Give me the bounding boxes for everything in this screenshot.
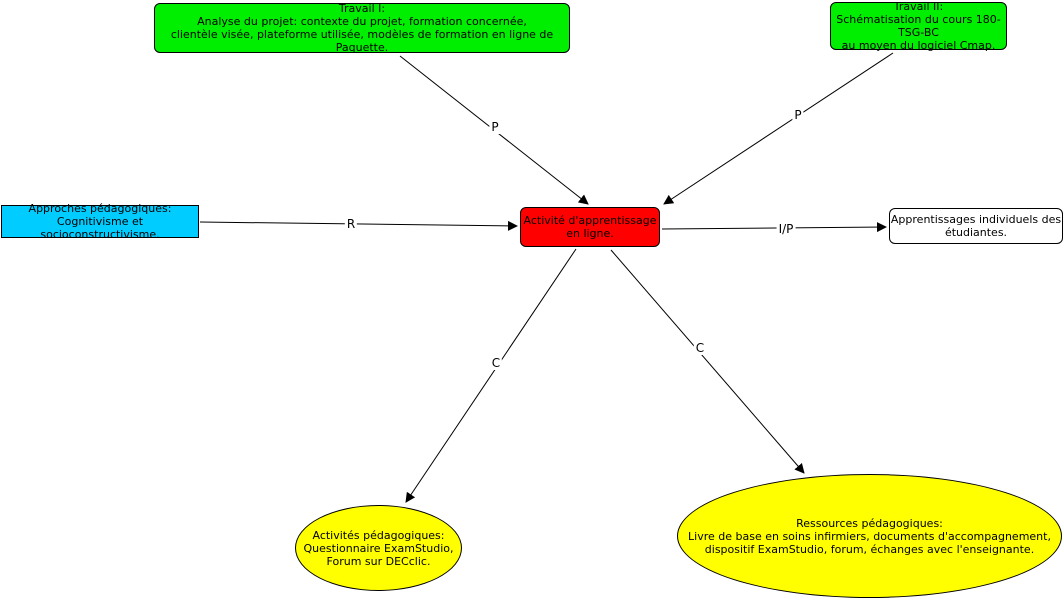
connector-travail2-to-centre xyxy=(663,52,894,205)
connector-centre-to-activites xyxy=(405,248,577,503)
node-activites[interactable]: Activités pédagogiques: Questionnaire Ex… xyxy=(295,505,462,591)
link-label-ressources: C xyxy=(693,341,707,355)
node-travail2[interactable]: Travail II: Schématisation du cours 180-… xyxy=(830,0,1007,52)
connector-centre-to-apprentissages xyxy=(661,222,887,233)
node-travail1-text: Travail I: Analyse du projet: contexte d… xyxy=(170,2,554,54)
node-ressources[interactable]: Ressources pédagogiques: Livre de base e… xyxy=(677,474,1062,598)
node-activites-text: Activités pédagogiques: Questionnaire Ex… xyxy=(303,528,454,568)
node-ressources-text: Ressources pédagogiques: Livre de base e… xyxy=(688,516,1051,556)
link-label-travail1: P xyxy=(489,120,501,134)
node-approches[interactable]: Approches pédagogiques: Cognitivisme et … xyxy=(1,202,199,241)
node-centre-text: Activité d'apprentissage en ligne. xyxy=(523,214,657,240)
link-label-apprentissages: I/P xyxy=(776,222,796,236)
connector-centre-to-ressources xyxy=(610,249,805,474)
connector-approches-to-centre xyxy=(199,220,518,231)
node-approches-text: Approches pédagogiques: Cognitivisme et … xyxy=(28,202,172,241)
node-travail1[interactable]: Travail I: Analyse du projet: contexte d… xyxy=(154,2,570,54)
node-apprentissages[interactable]: Apprentissages individuels des étudiante… xyxy=(889,208,1063,244)
node-apprentissages-text: Apprentissages individuels des étudiante… xyxy=(890,213,1062,239)
link-label-approches: R xyxy=(344,217,358,231)
link-label-activites: C xyxy=(489,356,503,370)
node-travail2-text: Travail II: Schématisation du cours 180-… xyxy=(836,0,1001,52)
node-centre[interactable]: Activité d'apprentissage en ligne. xyxy=(520,207,660,247)
link-label-travail2: P xyxy=(792,108,804,122)
